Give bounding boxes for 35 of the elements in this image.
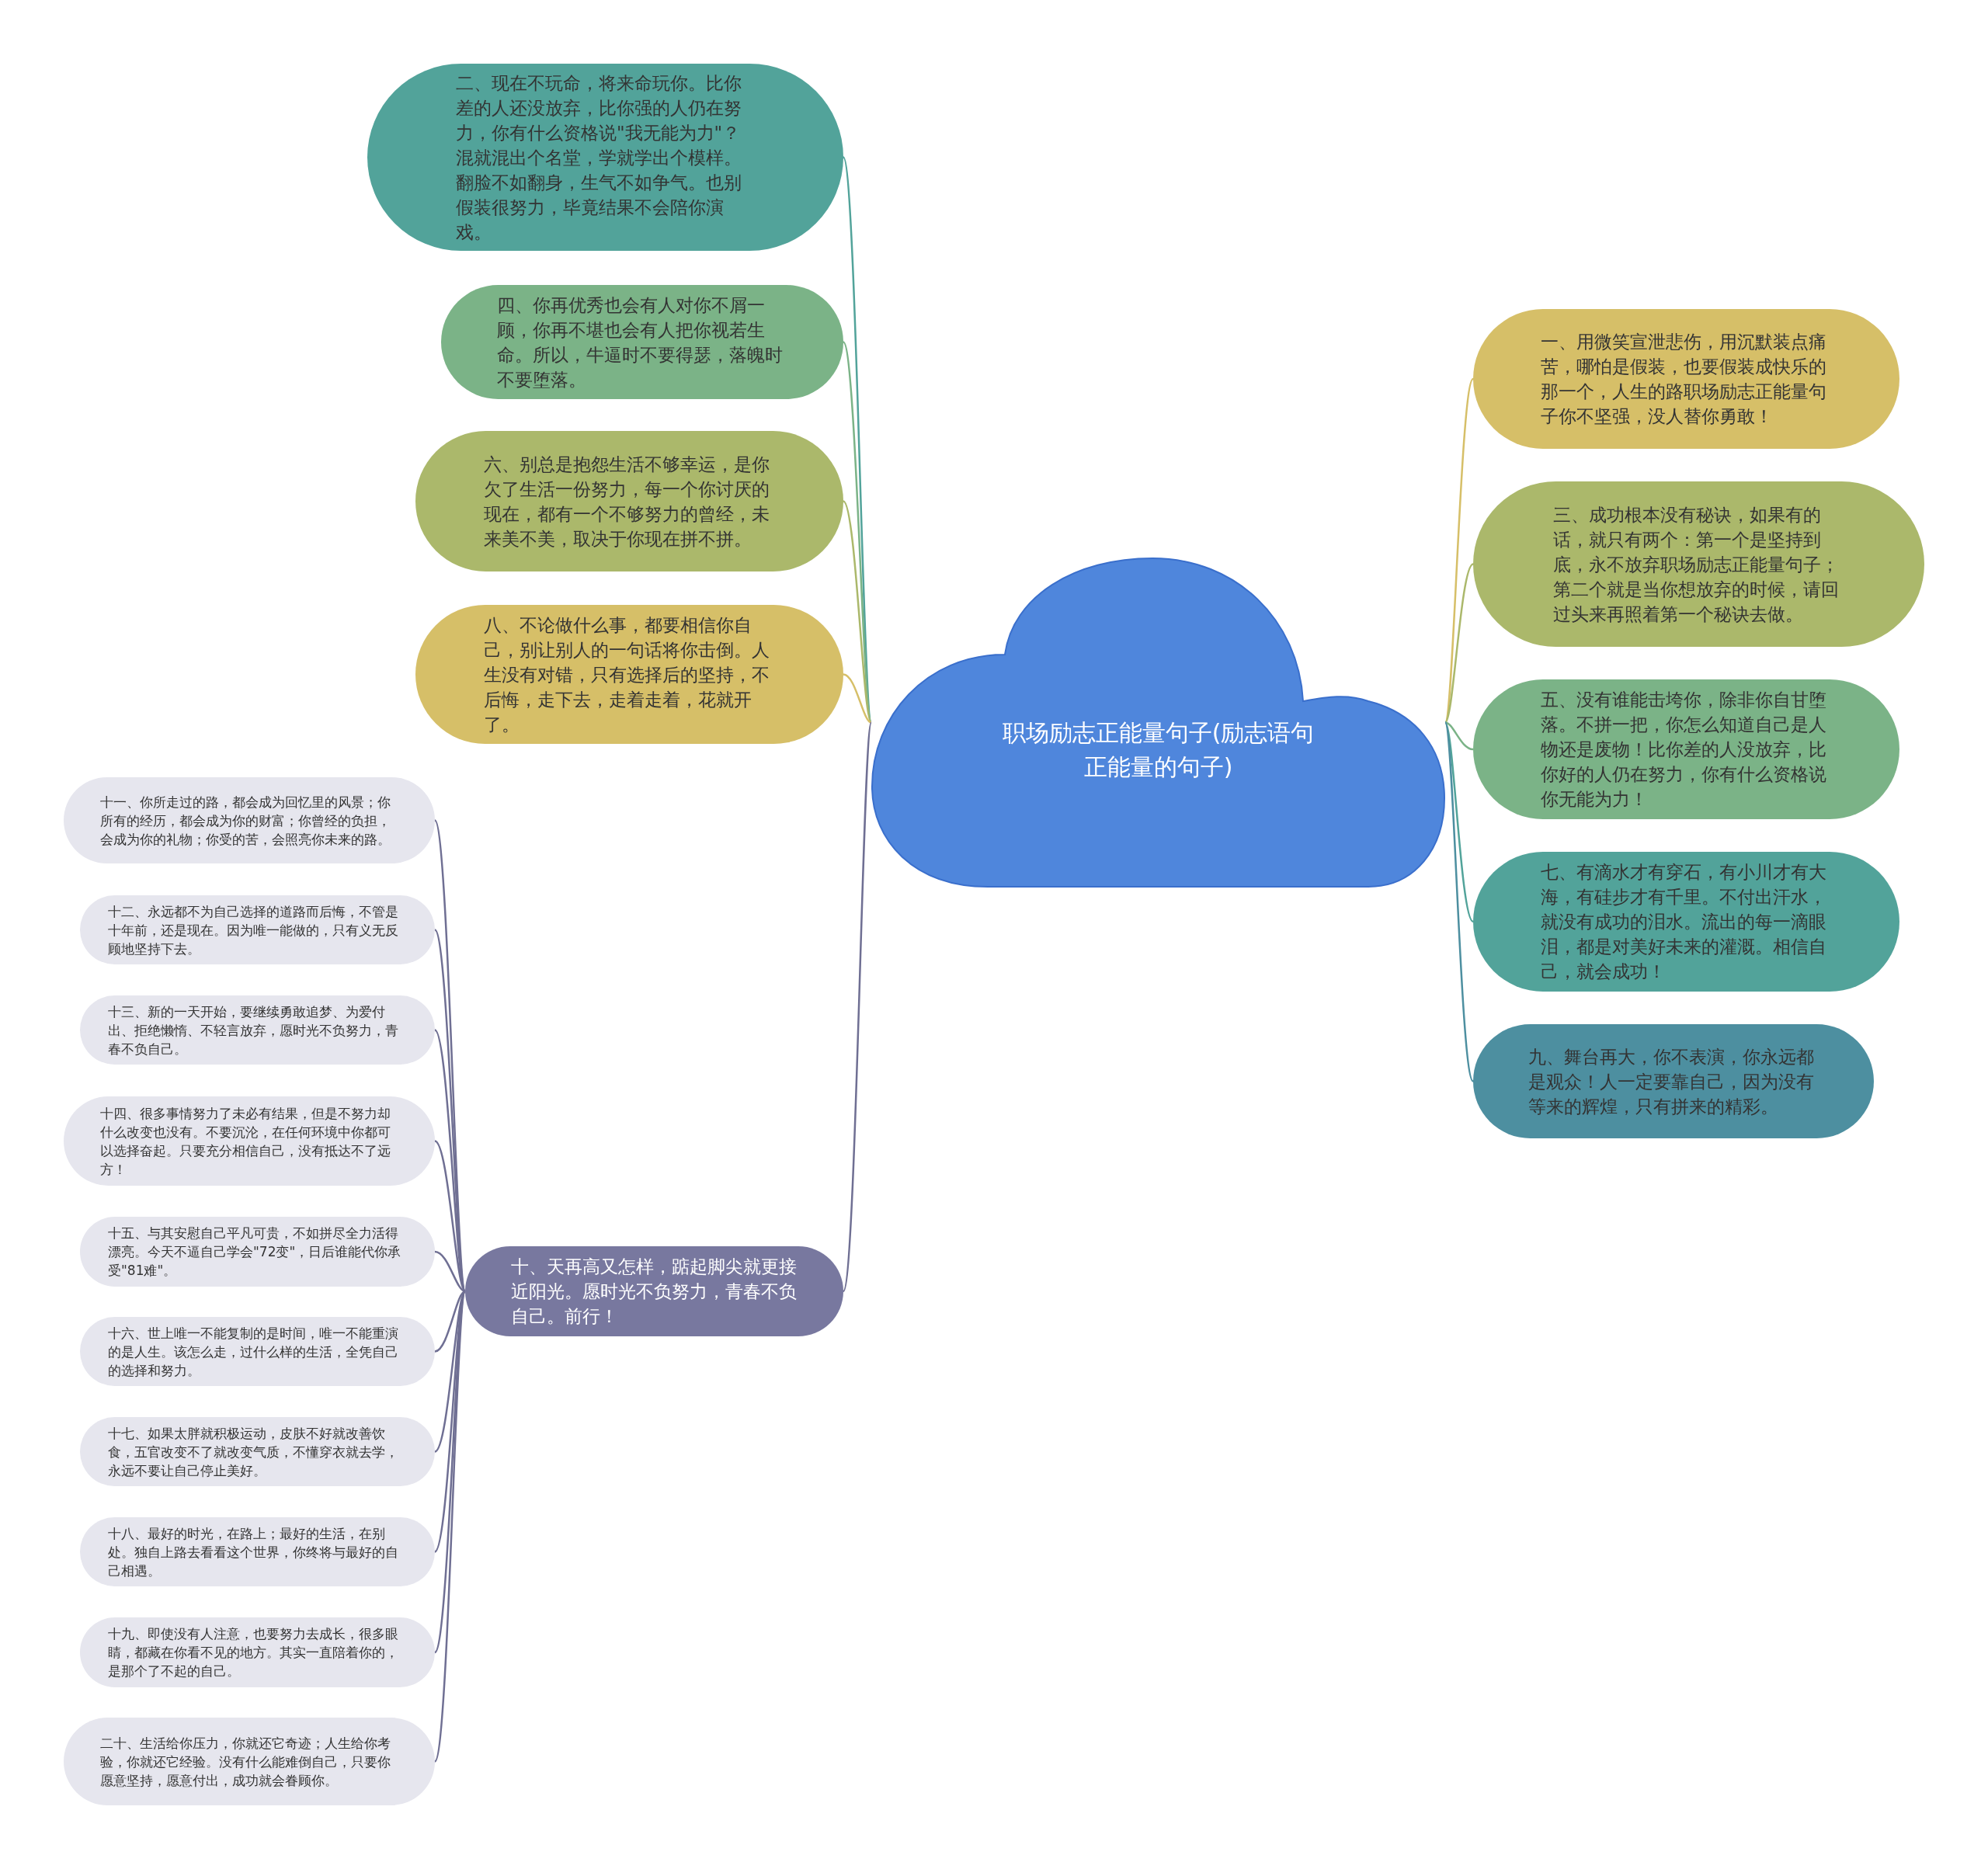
connector-line <box>1444 721 1474 922</box>
topic-text: 二、现在不玩命，将来命玩你。比你差的人还没放弃，比你强的人仍在努力，你有什么资格说"我无能为力"？混就混出个名堂，学就学出个模样。翻脸不如翻身，生气不如争气。也别假装很努力，毕竟结果不会陪你演戏。 <box>456 71 742 244</box>
connector-line <box>842 500 873 724</box>
connector-line <box>1444 563 1474 724</box>
topic-text: 七、有滴水才有穿石，有小川才有大海，有硅步才有千里。不付出汗水，就没有成功的泪水。流出的每一滴眼泪，都是对美好未来的灌溉。相信自己，就会成功！ <box>1541 861 1827 983</box>
connector-line <box>842 722 873 1292</box>
connector-line <box>434 1290 466 1353</box>
topic-text: 十八、最好的时光，在路上；最好的生活，在别处。独自上路去看看这个世界，你终将与最好的自己相遇。 <box>108 1524 399 1580</box>
connector-line <box>842 342 873 723</box>
topic-text: 一、用微笑宣泄悲伤，用沉默装点痛苦，哪怕是假装，也要假装成快乐的那一个，人生的路职场励志正能量句子你不坚强，没人替你勇敢！ <box>1541 331 1827 428</box>
connector-line <box>1444 721 1474 751</box>
topic-text: 十九、即使没有人注意，也要努力去成长，很多眼睛，都藏在你看不见的地方。其实一直陪着你的，是那个了不起的自己。 <box>108 1625 399 1680</box>
topic-text: 十五、与其安慰自己平凡可贵，不如拼尽全力活得漂亮。今天不逼自己学会"72变"，日后谁能代你承受"81难"。 <box>108 1225 402 1280</box>
topic-pill <box>465 1246 843 1336</box>
topic-text: 十七、如果太胖就积极运动，皮肤不好就改善饮食，五官改变不了就改变气质，不懂穿衣就去学，永远不要让自己停止美好。 <box>108 1424 399 1480</box>
connector-line <box>843 673 872 724</box>
topic-text: 九、舞台再大，你不表演，你永远都是观众！人一定要靠自己，因为没有等来的辉煌，只有拼来的精彩。 <box>1527 1045 1815 1118</box>
topic-text: 二十、生活给你压力，你就还它奇迹；人生给你考验，你就还它经验。没有什么能难倒自己，只要你愿意坚持，愿意付出，成功就会眷顾你。 <box>99 1734 391 1790</box>
topic-text: 三、成功根本没有秘诀，如果有的话，就只有两个：第一个是坚持到底，永不放弃职场励志正能量句子；第二个就是当你想放弃的时候，请回过头来再照着第一个秘诀去做。 <box>1553 503 1840 626</box>
topic-text: 十四、很多事情努力了未必有结果，但是不努力却什么改变也没有。不要沉沦，在任何环境中你都可以选择奋起。只要充分相信自己，没有抵达不了远方！ <box>99 1104 391 1179</box>
connector-line <box>434 1140 466 1292</box>
topic-text: 六、别总是抱怨生活不够幸运，是你欠了生活一份努力，每一个你讨厌的现在，都有一个不够努力的曾经，未来美不美，取决于你现在拼不拼。 <box>484 453 770 551</box>
topic-text: 十二、永远都不为自己选择的道路而后悔，不管是十年前，还是现在。因为唯一能做的，只有义无反顾地坚持下去。 <box>108 902 399 958</box>
connector-line <box>1444 378 1475 723</box>
cloud-shape <box>871 558 1445 888</box>
topic-text: 十三、新的一天开始，要继续勇敢追梦、为爱付出、拒绝懒惰、不轻言放弃，愿时光不负努力，青春不负自己。 <box>108 1002 399 1058</box>
topic-text: 十六、世上唯一不能复制的是时间，唯一不能重演的是人生。该怎么走，过什么样的生活，全凭自己的选择和努力。 <box>108 1324 399 1380</box>
central-topic-text: 职场励志正能量句子(励志语句正能量的句子) <box>1001 717 1315 782</box>
connector-line <box>1444 722 1475 1082</box>
topic-text: 十、天再高又怎样，踮起脚尖就更接近阳光。愿时光不负努力，青春不负自己。前行！ <box>510 1256 798 1328</box>
connector-line <box>434 1250 466 1293</box>
topic-text: 八、不论做什么事，都要相信你自己，别让别人的一句话将你击倒。人生没有对错，只有选择后的坚持，不后悔，走下去，走着走着，花就开了。 <box>484 613 770 736</box>
topic-text: 五、没有谁能击垮你，除非你自甘堕落。不拼一把，你怎么知道自己是人物还是废物！比你差的人没放弃，比你好的人仍在努力，你有什么资格说你无能为力！ <box>1541 689 1827 811</box>
topic-text: 十一、你所走过的路，都会成为回忆里的风景；你所有的经历，都会成为你的财富；你曾经的负担，会成为你的礼物；你受的苦，会照亮你未来的路。 <box>99 793 391 849</box>
topic-text: 四、你再优秀也会有人对你不屑一顾，你再不堪也会有人把你视若生命。所以，牛逼时不要得瑟，落魄时不要堕落。 <box>496 294 784 391</box>
